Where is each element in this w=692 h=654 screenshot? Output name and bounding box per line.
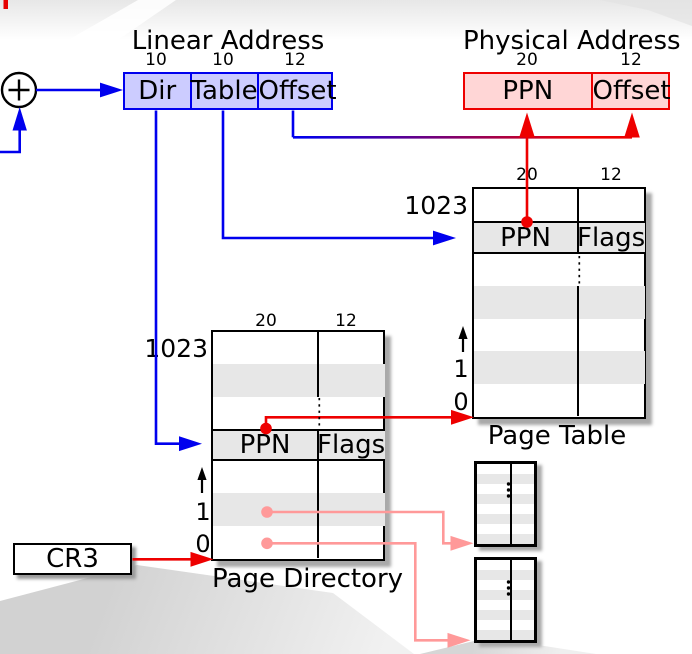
- page-table-column-divider: [577, 189, 579, 254]
- cr3-label: CR3: [46, 544, 99, 574]
- page-table-caption: Page Table: [487, 421, 627, 451]
- arrowhead-into-linear-box-icon: [100, 82, 123, 98]
- table-row: [474, 286, 646, 319]
- table-row: [213, 526, 385, 558]
- page-table-bit-width-flags: 12: [600, 165, 622, 185]
- linear-address-title: Linear Address: [131, 26, 325, 56]
- plus-circle-icon: [0, 71, 38, 109]
- table-row: [474, 189, 645, 221]
- cr3-register-box: CR3: [13, 543, 132, 575]
- table-row: [213, 461, 385, 493]
- linear-field-table: Table: [189, 74, 258, 108]
- page-directory-column-divider: [317, 429, 319, 558]
- arrowhead-into-directory-entry-icon: [179, 436, 202, 452]
- page-table: PPN Flags: [472, 187, 646, 419]
- physical-field-offset: Offset: [590, 74, 671, 108]
- table-row: [474, 254, 645, 286]
- page-table-index-1: 1: [453, 355, 469, 383]
- arrowhead-into-physical-offset-icon: [624, 112, 640, 138]
- extra-page-table-1-divider: [510, 464, 512, 544]
- arrowhead-into-plus-icon: [12, 107, 27, 131]
- page-directory-index-0: 0: [195, 530, 211, 558]
- page-directory-top-index: 1023: [144, 334, 208, 363]
- linear-field-dir: Dir: [138, 76, 177, 106]
- linear-address-box: Dir Table Offset: [123, 72, 337, 110]
- table-row: [213, 332, 385, 364]
- table-row: [213, 493, 386, 526]
- page-table-index-0: 0: [453, 388, 469, 416]
- physical-address-title: Physical Address: [463, 26, 681, 56]
- table-row: [474, 351, 646, 384]
- dir-to-directory-line: [154, 110, 180, 445]
- page-directory-entry-row: PPN Flags: [213, 429, 386, 461]
- arrowhead-into-extra-table-1-icon: [450, 535, 474, 551]
- page-directory-entry-flags: Flags: [317, 430, 386, 460]
- extra-page-table-1: [474, 461, 537, 547]
- page-directory-bit-width-ppn: 20: [255, 311, 277, 331]
- linear-bit-width-offset: 12: [284, 50, 306, 70]
- page-directory-index-1: 1: [195, 498, 211, 526]
- page-table-entry-flags: Flags: [577, 222, 646, 253]
- feedback-line: [0, 130, 21, 154]
- physical-bit-width-ppn: 20: [516, 50, 538, 70]
- linear-field-offset: Offset: [256, 74, 337, 108]
- page-table-entry-ppn: PPN: [500, 222, 551, 253]
- physical-field-ppn: PPN: [502, 76, 554, 106]
- physical-bit-width-offset: 12: [620, 50, 642, 70]
- linear-bit-width-table: 10: [212, 50, 234, 70]
- linear-bit-width-dir: 10: [145, 50, 167, 70]
- table-row: [474, 384, 645, 416]
- arrowhead-into-physical-ppn-icon: [519, 112, 535, 138]
- extra-page-table-2-divider: [510, 560, 512, 640]
- table-row: [474, 319, 645, 351]
- extra-page-table-2: [474, 557, 537, 643]
- page-directory-column-divider: [317, 332, 319, 397]
- page-directory-bit-width-flags: 12: [335, 311, 357, 331]
- arrowhead-into-extra-table-2-icon: [447, 632, 471, 648]
- top-right-gray-wedge: [600, 0, 692, 26]
- table-row: [213, 364, 386, 397]
- page-directory-caption: Page Directory: [212, 564, 404, 594]
- page-directory-entry-ppn: PPN: [239, 430, 291, 460]
- clipped-red-mark: [3, 0, 8, 9]
- physical-address-box: PPN Offset: [463, 72, 671, 110]
- page-table-column-divider: [577, 286, 579, 416]
- pagetable-up-arrowhead-icon: [458, 326, 468, 339]
- page-table-top-index: 1023: [404, 191, 468, 220]
- directory-up-arrowhead-icon: [197, 467, 207, 480]
- page-table-entry-row: PPN Flags: [474, 221, 646, 254]
- page-directory: PPN Flags: [211, 330, 386, 561]
- table-row: [213, 397, 385, 429]
- page-table-bit-width-ppn: 20: [516, 165, 538, 185]
- arrowhead-into-pagetable-entry-icon: [433, 230, 456, 246]
